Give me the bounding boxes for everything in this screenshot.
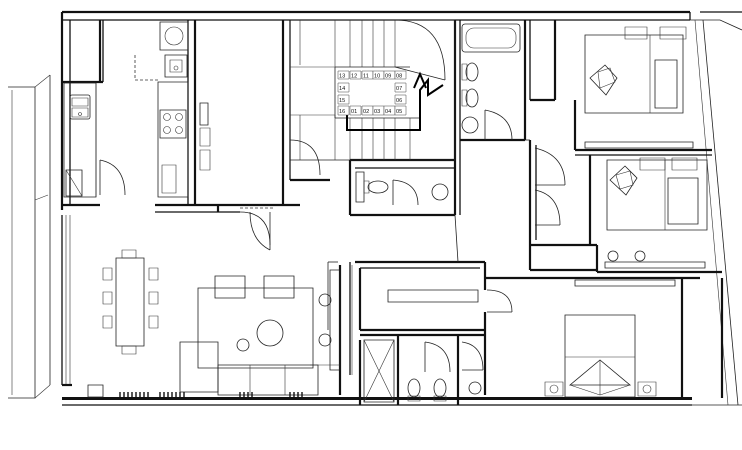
kitchen	[64, 22, 188, 197]
living-room	[88, 250, 340, 398]
guest-wc	[356, 172, 448, 205]
step-label: 04	[385, 109, 391, 115]
dining-table	[103, 250, 158, 354]
doors	[240, 140, 530, 262]
sink-icon	[70, 95, 90, 119]
bathtub-icon	[462, 24, 520, 52]
step-label: 07	[396, 86, 402, 92]
bathroom-upper	[462, 24, 520, 140]
step-label: 01	[351, 109, 357, 115]
pantry	[200, 103, 320, 250]
step-label: 06	[396, 98, 402, 104]
step-label: 14	[339, 86, 345, 92]
step-numbers: 13 12 11 10 09 08 14 15 07 06 16 01	[338, 71, 406, 115]
bidet-icon	[433, 378, 447, 401]
bedroom-2	[535, 158, 707, 268]
toilet-icon	[407, 378, 421, 401]
step-label: 11	[363, 74, 369, 80]
step-label: 05	[396, 109, 402, 115]
toilet-icon	[364, 180, 389, 194]
bidet-icon	[462, 62, 479, 82]
bed-icon	[545, 315, 656, 397]
step-label: 08	[396, 74, 402, 80]
step-label: 03	[374, 109, 380, 115]
left-balcony	[8, 75, 72, 398]
center-bathrooms	[328, 262, 483, 402]
shower-icon	[364, 340, 394, 402]
toilet-icon	[462, 88, 479, 108]
step-label: 15	[339, 98, 345, 104]
staircase: 13 12 11 10 09 08 14 15 07 06 16 01	[290, 20, 455, 160]
master-bedroom	[487, 280, 675, 397]
step-label: 09	[385, 74, 391, 80]
stove-icon	[160, 110, 186, 138]
bed-icon	[585, 27, 686, 113]
stair-direction-arrow	[347, 80, 443, 130]
step-label: 10	[374, 74, 380, 80]
step-label: 13	[339, 74, 345, 80]
step-label: 02	[363, 109, 369, 115]
bed-icon	[607, 158, 707, 230]
bedroom-1	[535, 27, 693, 185]
step-label: 16	[339, 109, 345, 115]
radiator-strip	[120, 392, 302, 398]
step-label: 12	[351, 74, 357, 80]
